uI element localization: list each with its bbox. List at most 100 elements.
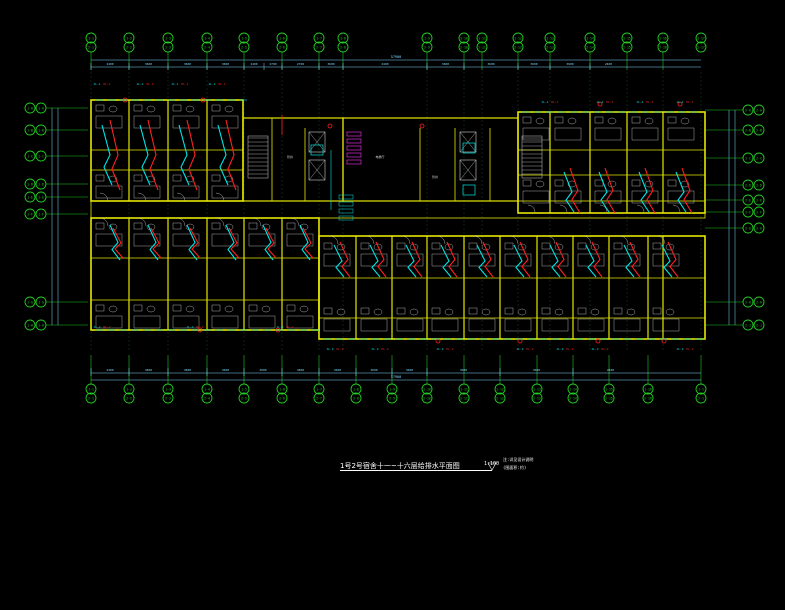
pipe-supply [225,224,237,261]
axis-right-bubble-2 [753,124,765,136]
pipe-tag: JL-1 [676,100,683,104]
pipe-tag: JL-1 [541,100,548,104]
axis-bottom-bubble-2-label: 2-14 [569,397,577,401]
pipe-drain [519,241,531,278]
axis-top-bubble-2-label: 2-8 [340,46,346,50]
fixture-shower [652,318,680,332]
door-swing [546,235,556,245]
pipe-tag: JL-2 [556,347,563,351]
dim-top-segment: 3600 [145,62,152,66]
axis-top-bubble-label: 1-14 [586,37,594,41]
fixture-shower [396,318,424,332]
fixture-toilet [373,243,383,251]
fixture-toilet [299,305,309,313]
pipe-tag: PL-2 [526,347,533,351]
fixture-shower [286,315,314,329]
pipe-tag: JL-2 [276,325,283,329]
fixture-shower [522,190,550,204]
fixture-shower [577,318,605,332]
drawing-note-a: 注:详见设计说明 [503,457,534,462]
fixture-sink [211,222,221,230]
pipe-tag: PL-1 [606,100,613,104]
fixture-sink [577,242,587,250]
fixture-shower [613,318,641,332]
pipe-tag: JL-2 [516,347,523,351]
axis-right-bubble-2 [753,194,765,206]
dim-bottom-segment: 2400 [607,368,614,372]
pipe-supply [476,244,488,278]
fixture-toilet [146,305,156,313]
fixture-sink [652,307,662,315]
pipe-supply [147,224,159,261]
door-swing [290,217,300,227]
fixture-shower [211,185,239,199]
axis-top-bubble-label: 1-5 [241,37,247,41]
pipe-supply [299,224,311,261]
pipe-tag: JL-2 [436,347,443,351]
fixture-shower [631,127,659,141]
fixture-toilet [481,243,491,251]
fixture-shower [468,318,496,332]
door-swing [636,204,645,213]
axis-right-bubble-label: 2-D [745,184,751,188]
shaft-box [462,184,476,196]
axis-top-bubble-label: 1-10 [460,37,468,41]
room-label: 管井 [287,154,293,159]
pipe-drain [411,241,423,278]
fixture-sink [667,179,677,187]
axis-right-bubble-2 [753,152,765,164]
fixture-shower [631,190,659,204]
axis-left-bubble [24,178,36,190]
fixture-shower [211,315,239,329]
pipe-drain [147,119,159,191]
fixture-sink [360,242,370,250]
axis-bottom-bubble-2-label: 2-8 [353,397,359,401]
axis-top-bubble-2-label: 2-15 [623,46,631,50]
riser-tag-cyan [338,208,354,214]
axis-left-bubble-2-label: 1-F [38,213,44,217]
axis-right-bubble-label: 2-H [745,301,751,305]
pipe-drain [555,241,567,278]
fixture-toilet [224,305,234,313]
axis-top-bubble-label: 1-6 [279,37,285,41]
fixture-sink [541,242,551,250]
door-swing [137,192,147,202]
axis-right-bubble-2 [753,222,765,234]
axis-top-bubble-2-label: 2-9 [424,46,430,50]
door-swing [401,235,411,245]
door-swing [215,217,225,227]
axis-bottom-bubble-2-label: 2-3 [165,397,171,401]
dim-top-segment: 3600 [530,62,537,66]
fixture-sink [631,116,641,124]
fixture-sink [95,304,105,312]
axis-top-bubble-2 [695,41,707,53]
dim-top-segment: 2400 [250,62,257,66]
fixture-shower [95,115,123,129]
fixture-shower [172,233,200,247]
dim-top-segment: 3600 [566,62,573,66]
axis-right-bubble-label: 2-C [745,157,751,161]
fixture-sink [95,174,105,182]
dim-top-segment: 3600 [442,62,449,66]
wall-right-upper-block [517,111,706,214]
fixture-toilet [261,223,271,231]
fixture-sink [504,242,514,250]
wall-left-lower-block [90,217,320,331]
axis-bottom-bubble-2 [494,392,506,404]
dim-top-segment: 2700 [297,62,304,66]
axis-left-bubble [24,124,36,136]
pipe-drain [225,119,237,191]
drawing-scale: 1:100 [484,461,500,467]
dim-bottom-segment: 3600 [460,368,467,372]
fixture-shower [431,318,459,332]
pipe-supply [262,224,274,261]
fixture-sink [396,307,406,315]
pipe-riser [595,338,601,344]
fixture-sink [211,174,221,182]
fixture-toilet [444,308,454,316]
riser-tag-magenta [346,152,362,158]
axis-top-bubble [201,32,213,44]
axis-left-bubble-label: 1-C [27,155,33,159]
